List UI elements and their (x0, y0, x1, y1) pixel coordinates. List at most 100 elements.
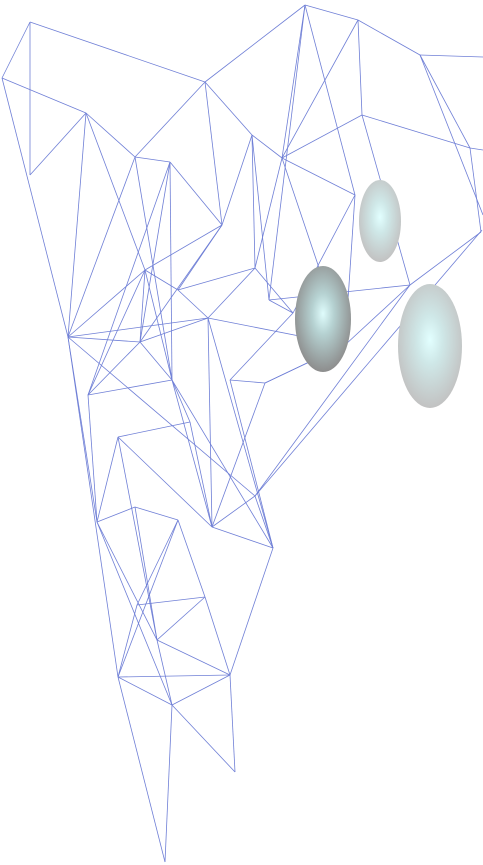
mesh-line (134, 506, 158, 641)
mesh-line (139, 269, 146, 343)
mesh-line (117, 436, 158, 641)
mesh-line (221, 134, 253, 226)
mesh-line (144, 269, 179, 291)
mesh-line (409, 231, 482, 286)
mesh-line (361, 114, 471, 149)
bubble-small (359, 180, 401, 262)
mesh-line (67, 156, 136, 338)
mesh-line (251, 134, 270, 301)
mesh-line (144, 224, 223, 271)
mesh-line (169, 161, 173, 381)
mesh-line (156, 639, 231, 676)
mesh-line (211, 526, 274, 549)
mesh-line (281, 114, 363, 159)
mesh-line (136, 596, 206, 606)
mesh-line (419, 54, 483, 216)
mesh-line (207, 317, 274, 549)
mesh-line (1, 77, 69, 338)
mesh-line (29, 21, 206, 83)
mesh-line (117, 676, 173, 706)
mesh-line (117, 604, 138, 678)
mesh-line (254, 495, 274, 549)
mesh-line (1, 21, 31, 79)
mesh-line (117, 676, 166, 863)
mesh-line (469, 147, 482, 233)
mesh-line (268, 4, 306, 301)
mesh-line (156, 596, 206, 641)
mesh-line (304, 4, 356, 196)
mesh-line (357, 19, 363, 116)
mesh-line (87, 379, 173, 396)
mesh-line (204, 4, 306, 83)
mesh-line (134, 156, 171, 163)
mesh-line (469, 147, 483, 151)
mesh-line (204, 81, 223, 226)
mesh-line (211, 495, 256, 528)
mesh-line (67, 317, 209, 338)
mesh-line (67, 112, 87, 338)
mesh-line (281, 19, 359, 159)
mesh-line (85, 112, 146, 271)
mesh-line (268, 299, 294, 314)
mesh-line (229, 379, 266, 384)
mesh-line (189, 421, 213, 528)
bubble-large (398, 284, 462, 408)
mesh-line (281, 4, 306, 159)
mesh-line (134, 81, 206, 158)
mesh-line (87, 161, 171, 396)
mesh-line (96, 436, 119, 523)
mesh-line (254, 267, 294, 314)
mesh-line (117, 674, 231, 678)
mesh-line (87, 341, 141, 396)
mesh-line (229, 312, 294, 381)
mesh-line (67, 336, 119, 678)
mesh-line (85, 112, 136, 158)
bubble-dark (295, 266, 351, 372)
mesh-line (204, 81, 253, 136)
mesh-line (96, 506, 136, 523)
mesh-line (251, 134, 283, 159)
mesh-line (117, 436, 213, 528)
mesh-line (254, 284, 411, 497)
mesh-line (96, 521, 158, 641)
mesh-line (29, 112, 87, 176)
mesh-line (204, 596, 231, 676)
mesh-line (134, 156, 173, 381)
mesh-line (281, 157, 356, 196)
line-mesh (1, 4, 483, 863)
mesh-line (67, 269, 146, 338)
mesh-line (419, 54, 483, 58)
mesh-line (156, 639, 173, 706)
mesh-line (419, 54, 471, 149)
mesh-line (87, 269, 146, 396)
mesh-line (139, 341, 173, 381)
mesh-line (177, 519, 206, 598)
mesh-line (254, 229, 483, 497)
mesh-line (207, 267, 256, 319)
mesh-line (344, 284, 411, 346)
mesh-line (171, 704, 236, 773)
mesh-line (136, 519, 179, 606)
mesh-line (177, 267, 256, 291)
mesh-line (1, 77, 87, 114)
mesh-line (169, 161, 223, 226)
mesh-line (117, 519, 179, 678)
mesh-line (171, 379, 274, 549)
mesh-line (171, 379, 213, 528)
mesh-line (87, 394, 98, 523)
mesh-line (164, 704, 173, 863)
mesh-line (67, 336, 256, 497)
mesh-line (254, 157, 283, 269)
mesh-line (229, 379, 274, 549)
mesh-line (139, 161, 171, 343)
mesh-line (117, 421, 191, 438)
mesh-line (67, 336, 141, 343)
mesh-line (207, 317, 213, 528)
mesh-line (304, 4, 359, 21)
mesh-line (139, 224, 223, 343)
mesh-line (251, 134, 256, 269)
mesh-line (229, 674, 236, 773)
mesh-line (171, 674, 231, 706)
mesh-line (139, 317, 209, 343)
